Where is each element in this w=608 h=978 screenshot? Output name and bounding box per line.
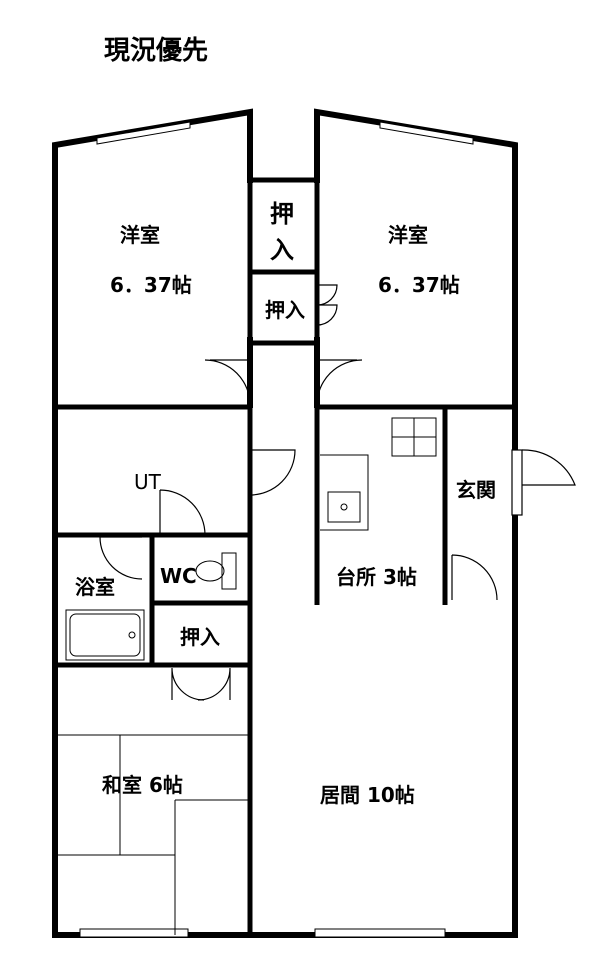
room-label-bath: 浴室	[75, 575, 115, 599]
closet-top-line2: 入	[270, 236, 294, 264]
room-label-ut: UT	[134, 470, 161, 494]
room-size-western-right: 6．37帖	[378, 273, 460, 297]
room-size-western-left: 6．37帖	[110, 273, 192, 297]
closet-low-label: 押入	[180, 625, 220, 649]
room-label-entrance: 玄関	[456, 478, 496, 502]
door-closet-low	[171, 667, 231, 701]
tatami	[55, 734, 250, 935]
room-label-western-left: 洋室	[120, 223, 160, 247]
room-label-living: 居間 10帖	[320, 783, 415, 807]
door-ut	[249, 449, 296, 496]
bathtub	[65, 609, 145, 661]
windows	[79, 121, 474, 938]
door-ut-inner	[159, 489, 206, 536]
door-entrance-inner	[451, 554, 498, 601]
door-bath	[99, 536, 143, 580]
door-western-right	[316, 359, 363, 406]
door-closet-mid	[316, 284, 338, 326]
room-label-kitchen: 台所 3帖	[336, 565, 417, 589]
door-western-left	[204, 359, 251, 406]
room-label-japanese: 和室 6帖	[102, 773, 183, 797]
entrance-door	[511, 449, 576, 516]
room-label-western-right: 洋室	[388, 223, 428, 247]
kitchen-counter	[320, 454, 369, 531]
closet-top-line1: 押	[270, 200, 294, 228]
toilet	[195, 552, 237, 590]
room-label-wc: WC	[160, 564, 197, 588]
page-title: 現況優先	[104, 36, 209, 66]
stove	[391, 417, 437, 457]
closet-mid-label: 押入	[265, 298, 305, 322]
